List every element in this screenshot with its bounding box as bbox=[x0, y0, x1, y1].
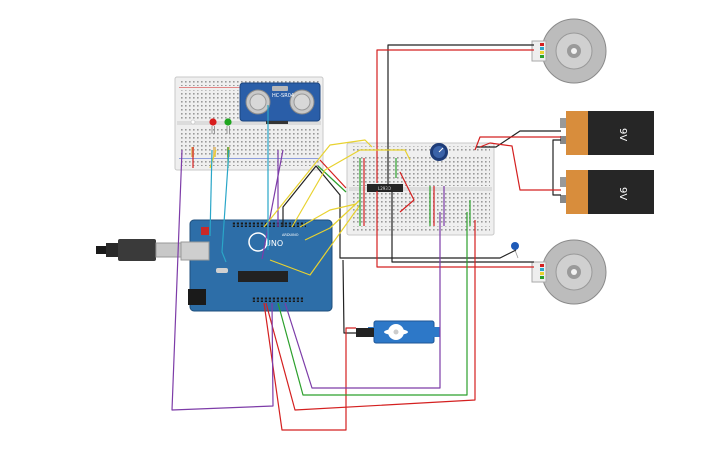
wires bbox=[171, 44, 561, 431]
battery-top: 9V bbox=[560, 111, 654, 155]
potentiometer bbox=[430, 143, 448, 161]
servo-motor bbox=[356, 320, 440, 344]
led-white-indicator bbox=[190, 119, 196, 125]
usb-cable bbox=[96, 239, 182, 261]
capacitor bbox=[511, 242, 519, 259]
motor-driver-chip: L293D bbox=[367, 184, 403, 192]
battery-top-label: 9V bbox=[617, 128, 628, 141]
motor-top bbox=[531, 18, 607, 84]
led-red bbox=[209, 118, 217, 134]
chip-label: L293D bbox=[378, 186, 391, 191]
battery-bottom-label: 9V bbox=[617, 187, 628, 200]
arduino-label: UNO bbox=[265, 239, 283, 248]
motor-bottom bbox=[531, 239, 607, 305]
arduino-uno: UNO ARDUINO bbox=[180, 219, 333, 312]
breadboard-right bbox=[346, 142, 495, 236]
ultrasonic-sensor: HC-SR04 bbox=[239, 82, 321, 124]
arduino-brand: ARDUINO bbox=[282, 233, 299, 237]
battery-bottom: 9V bbox=[560, 170, 654, 214]
sensor-label: HC-SR04 bbox=[272, 93, 294, 99]
led-green bbox=[224, 118, 232, 134]
